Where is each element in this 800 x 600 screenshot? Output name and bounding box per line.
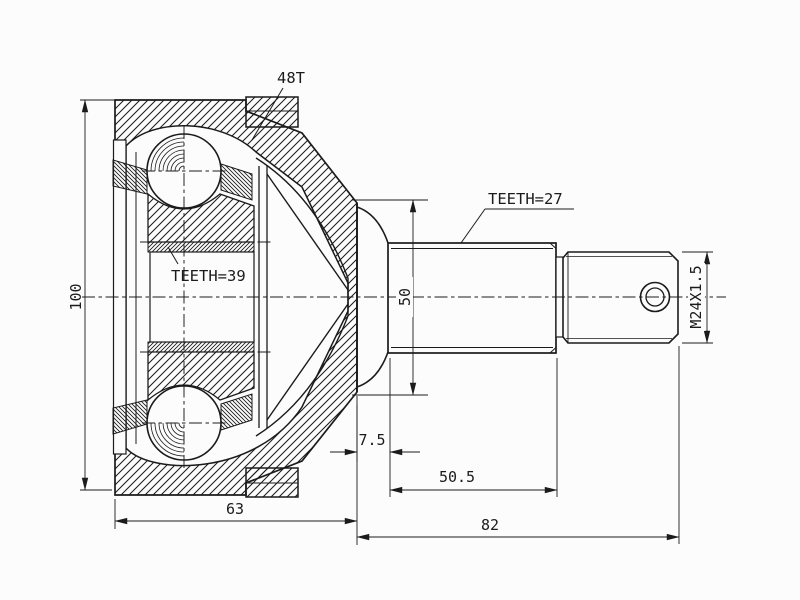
cage-wedge-bottom-right <box>220 393 253 431</box>
inner-race-top <box>147 192 255 243</box>
dim-shoulder-diameter: 50 <box>396 288 414 306</box>
dimension-100: 100 <box>67 99 118 491</box>
inner-race-bottom <box>147 351 255 402</box>
fillet-top <box>356 206 389 244</box>
dim-housing-length: 63 <box>226 500 244 518</box>
dimension-63: 63 <box>114 396 358 545</box>
inner-spline-teeth-text: TEETH=39 <box>171 267 246 285</box>
abs-tone-ring-bottom <box>245 467 299 498</box>
dimension-50-5: 50.5 <box>389 358 558 497</box>
ball-track-lines <box>255 157 349 437</box>
fillet-bottom <box>356 351 389 388</box>
cage-wedge-top-left <box>112 159 148 195</box>
dim-overall-height: 100 <box>67 283 85 310</box>
dimension-thread: M24X1.5 <box>682 251 713 344</box>
bore-spline-band-bottom <box>147 341 255 353</box>
dim-spline-length: 50.5 <box>439 468 475 486</box>
cage-sections <box>112 159 253 435</box>
cage-wedge-bottom-left <box>112 399 148 435</box>
outer-spline-teeth-text: TEETH=27 <box>488 190 563 208</box>
bore-spline-band-top <box>147 241 255 253</box>
label-inner-spline-teeth: TEETH=39 <box>167 246 246 285</box>
label-outer-spline-teeth: TEETH=27 <box>460 190 574 244</box>
threaded-end <box>562 251 679 344</box>
label-thread-spec: M24X1.5 <box>687 265 705 328</box>
cage-wedge-top-right <box>220 163 253 201</box>
abs-ring-teeth-text: 48T <box>277 69 305 87</box>
dim-shoulder-width: 7.5 <box>358 431 385 449</box>
dimension-82: 82 <box>356 346 680 544</box>
dim-stem-length: 82 <box>481 516 499 534</box>
abs-tone-ring-top <box>245 96 299 128</box>
label-abs-ring-teeth: 48T <box>251 69 305 141</box>
